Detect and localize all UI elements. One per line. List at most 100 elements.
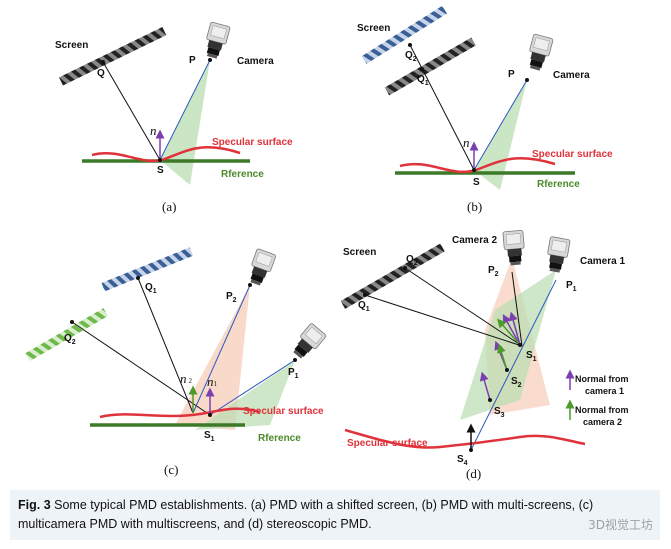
normal-arrow: [508, 311, 521, 346]
point-q2: [408, 43, 412, 47]
point-q1: [363, 293, 367, 297]
panel-a: Screen Q P Camera S n Specular surface R…: [55, 21, 293, 214]
panel-a-label: (a): [162, 199, 176, 214]
legend-camera1-line2: camera 1: [585, 386, 624, 396]
camera-label: Camera: [553, 70, 590, 81]
normal-arrow: [502, 314, 521, 346]
point-p1: [293, 358, 297, 362]
point-p1-label: P1: [288, 367, 299, 380]
ray-line: [409, 44, 475, 171]
figure-caption: Fig. 3 Some typical PMD establishments. …: [10, 490, 660, 540]
point-p2: [248, 283, 252, 287]
point-s1: [518, 343, 522, 347]
screen-label: Screen: [55, 40, 88, 51]
camera1-cone: [460, 270, 556, 420]
normal-arrow: [497, 318, 521, 346]
point-s-label: S: [473, 177, 480, 188]
screen-blue-shape: [101, 247, 194, 292]
camera-icon: [201, 21, 231, 61]
camera1-cone: [195, 360, 295, 430]
point-s: [472, 168, 476, 172]
specular-label: Specular surface: [212, 137, 293, 148]
screen-shape: [340, 243, 445, 309]
ray-line: [159, 59, 211, 161]
point-s: [158, 158, 162, 162]
point-s4-label: S4: [457, 454, 468, 467]
point-s3-label: S3: [494, 406, 505, 419]
camera-cone: [160, 60, 210, 185]
panel-b: Screen Q2 Q1 P Camera S n Specular surfa…: [357, 5, 613, 214]
normal-1-label: n1: [207, 374, 218, 389]
point-q: [101, 60, 105, 64]
point-q2-label: Q2: [406, 254, 418, 267]
point-s1-label: S1: [526, 350, 537, 363]
ray-line: [511, 271, 523, 347]
point-q2: [70, 320, 74, 324]
reference-label: Rference: [258, 433, 301, 444]
ray-line: [473, 79, 528, 171]
specular-label: Specular surface: [243, 406, 324, 417]
point-q1: [420, 67, 424, 71]
camera-icon: [288, 322, 328, 363]
screen-label: Screen: [357, 23, 390, 34]
point-q2-label: Q2: [405, 50, 417, 63]
legend-camera2-line1: Normal from: [575, 405, 629, 415]
camera-label: Camera: [237, 56, 274, 67]
screen-shape: [59, 26, 167, 86]
panel-b-label: (b): [467, 199, 482, 214]
screen-shape: [384, 37, 476, 96]
point-p: [525, 78, 529, 82]
point-q1-label: Q1: [145, 282, 157, 295]
screen-green-shape: [25, 308, 108, 361]
ray-line: [404, 267, 523, 347]
point-q1-label: Q1: [417, 74, 429, 87]
point-q2-label: Q2: [64, 333, 76, 346]
point-q2: [403, 266, 407, 270]
camera2-label: Camera 2: [452, 235, 497, 246]
point-p-label: P: [508, 69, 515, 80]
specular-surface-curve: [99, 407, 261, 419]
camera-icon: [245, 247, 277, 288]
specular-label: Specular surface: [532, 149, 613, 160]
point-s3: [488, 398, 492, 402]
normal-label: n: [150, 123, 157, 138]
reference-label: Rference: [221, 169, 264, 180]
point-s4: [469, 448, 473, 452]
point-p2-label: P2: [226, 291, 237, 304]
point-s1: [208, 413, 212, 417]
specular-surface-curve: [344, 428, 586, 449]
point-p-label: P: [189, 55, 196, 66]
specular-surface-curve: [91, 146, 241, 163]
ray-line: [364, 294, 523, 347]
legend-camera2-line2: camera 2: [583, 417, 622, 427]
point-q1-label: Q1: [358, 300, 370, 313]
watermark-text: 3D视觉工坊: [588, 518, 653, 532]
normal-arrow: [497, 343, 508, 371]
camera-icon: [524, 33, 554, 73]
screen-label: Screen: [343, 247, 376, 258]
ray-line: [102, 61, 161, 161]
normal-arrow: [479, 371, 491, 401]
point-s1-label: S1: [204, 430, 215, 443]
screen-blue-shape: [361, 5, 447, 64]
specular-label: Specular surface: [347, 438, 428, 449]
point-s2-label: S2: [511, 376, 522, 389]
point-s-label: S: [157, 165, 164, 176]
ray-line: [137, 277, 194, 414]
caption-text: Some typical PMD establishments. (a) PMD…: [18, 498, 594, 531]
ray-line: [192, 284, 251, 414]
point-p2-label: P2: [488, 265, 499, 278]
point-s2: [505, 368, 509, 372]
ray-line: [71, 321, 211, 416]
panel-d: Screen Q2 Q1 Camera 2 Camera 1 P2 P1 S1 …: [340, 229, 629, 481]
caption-fig-number: Fig. 3: [18, 498, 51, 512]
ray-line: [209, 359, 296, 416]
panel-c-label: (c): [164, 462, 178, 477]
camera-icon: [544, 235, 571, 274]
camera1-label: Camera 1: [580, 256, 625, 267]
legend-camera1-line1: Normal from: [575, 374, 629, 384]
point-p1-label: P1: [566, 280, 577, 293]
